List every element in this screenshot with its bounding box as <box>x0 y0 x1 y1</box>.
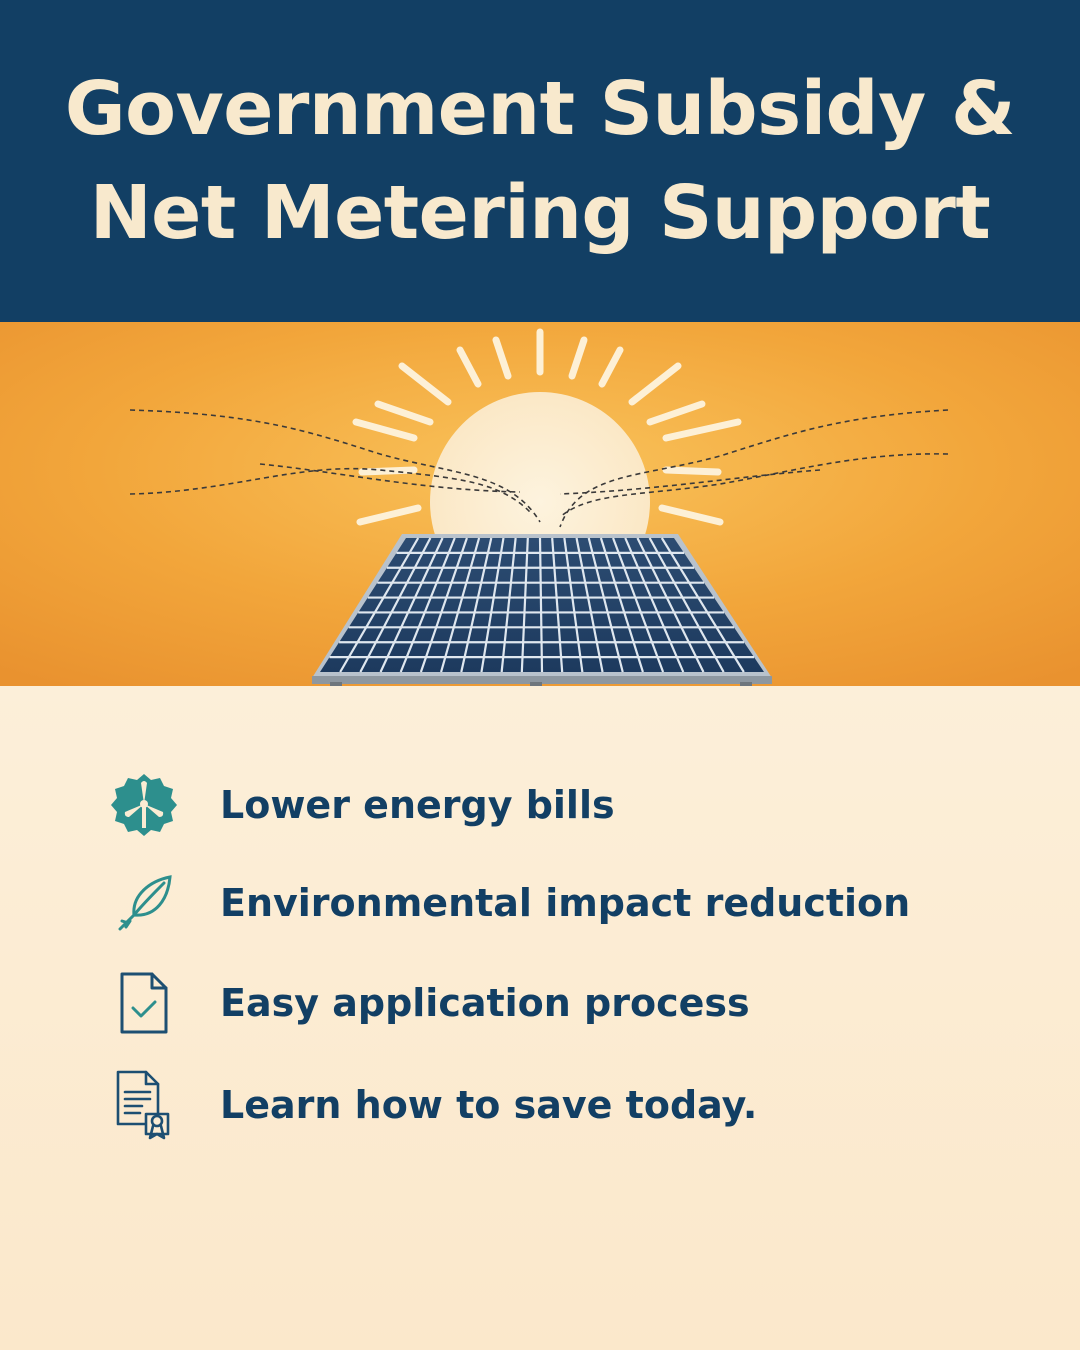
leaf-icon <box>108 867 180 939</box>
benefit-label: Learn how to save today. <box>220 1083 758 1127</box>
sun-rays <box>352 328 742 526</box>
hero-illustration <box>0 322 1080 686</box>
solar-panel-sun-icon <box>0 322 1080 686</box>
page-title-line-1: Government Subsidy & <box>64 66 1016 152</box>
benefit-label: Environmental impact reduction <box>220 881 911 925</box>
benefits-list: Lower energy bills Environmental impact … <box>0 686 1080 1350</box>
page-header: Government Subsidy & Net Metering Suppor… <box>0 0 1080 322</box>
benefit-label: Easy application process <box>220 981 750 1025</box>
page-title-line-2: Net Metering Support <box>89 170 991 256</box>
benefit-label: Lower energy bills <box>220 783 615 827</box>
document-check-icon <box>108 967 180 1039</box>
benefit-item-easy-application: Easy application process <box>108 968 988 1038</box>
certificate-document-icon <box>108 1069 180 1141</box>
benefit-item-learn-how: Learn how to save today. <box>108 1070 988 1140</box>
benefit-item-lower-energy-bills: Lower energy bills <box>108 770 988 840</box>
benefit-item-environmental-impact: Environmental impact reduction <box>108 868 988 938</box>
wind-turbine-badge-icon <box>108 769 180 841</box>
energy-flow-lines <box>129 409 949 528</box>
solar-panel <box>312 534 772 686</box>
